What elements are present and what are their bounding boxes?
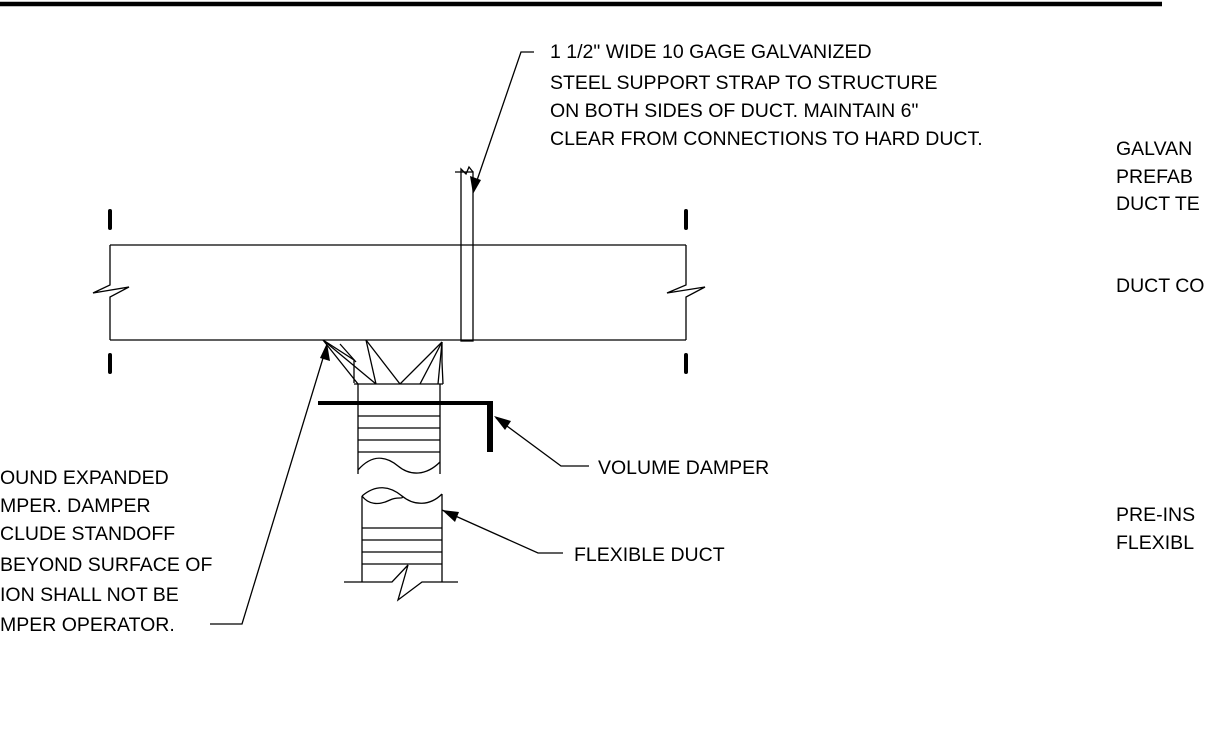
volume-damper-label: VOLUME DAMPER	[598, 457, 769, 479]
support-strap	[455, 165, 474, 342]
spin-in-fitting	[322, 339, 444, 385]
right-pre-insulated-note: PRE-INS FLEXIBL	[1116, 504, 1195, 554]
volume-damper	[318, 401, 493, 452]
leader-left-note	[210, 343, 330, 625]
support-strap-note: 1 1/2" WIDE 10 GAGE GALVANIZED STEEL SUP…	[550, 41, 983, 150]
svg-text:FLEXIBL: FLEXIBL	[1116, 532, 1194, 554]
svg-text:MPER OPERATOR.: MPER OPERATOR.	[0, 614, 175, 636]
leader-volume-damper	[494, 416, 589, 467]
svg-text:OUND EXPANDED: OUND EXPANDED	[0, 467, 169, 489]
svg-text:ON BOTH SIDES OF DUCT. MAINTAI: ON BOTH SIDES OF DUCT. MAINTAIN 6"	[550, 100, 919, 122]
right-duct-connection-note: DUCT CO	[1116, 275, 1204, 297]
svg-text:CLEAR FROM CONNECTIONS TO HARD: CLEAR FROM CONNECTIONS TO HARD DUCT.	[550, 128, 983, 150]
svg-text:1 1/2" WIDE 10 GAGE GALVANIZED: 1 1/2" WIDE 10 GAGE GALVANIZED	[550, 41, 872, 63]
svg-text:PREFAB: PREFAB	[1116, 166, 1193, 188]
flexible-duct-upper	[357, 384, 441, 474]
leader-support-strap	[470, 51, 534, 194]
right-galvanized-note: GALVAN PREFAB DUCT TE	[1116, 138, 1200, 215]
svg-text:PRE-INS: PRE-INS	[1116, 504, 1195, 526]
flexible-duct-lower	[344, 487, 458, 602]
svg-text:BEYOND SURFACE OF: BEYOND SURFACE OF	[0, 554, 212, 576]
svg-text:STEEL SUPPORT STRAP TO STRUCTU: STEEL SUPPORT STRAP TO STRUCTURE	[550, 72, 938, 94]
leader-flexible-duct	[441, 509, 563, 554]
svg-text:MPER. DAMPER: MPER. DAMPER	[0, 495, 151, 517]
main-duct	[92, 209, 706, 374]
left-note: OUND EXPANDED MPER. DAMPER CLUDE STANDOF…	[0, 467, 212, 636]
svg-text:CLUDE STANDOFF: CLUDE STANDOFF	[0, 523, 175, 545]
flexible-duct-label: FLEXIBLE DUCT	[574, 544, 725, 566]
svg-text:GALVAN: GALVAN	[1116, 138, 1192, 160]
svg-text:ION SHALL NOT BE: ION SHALL NOT BE	[0, 584, 179, 606]
svg-text:DUCT TE: DUCT TE	[1116, 193, 1200, 215]
